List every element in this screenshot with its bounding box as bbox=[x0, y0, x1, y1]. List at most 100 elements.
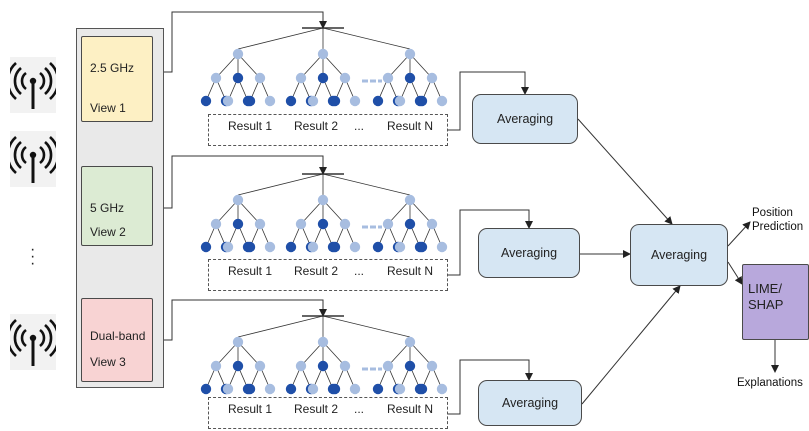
result-n-label: Result N bbox=[387, 402, 434, 416]
tree-node bbox=[339, 72, 351, 84]
connector-view3-forest bbox=[153, 299, 327, 341]
results-ellipsis: ... bbox=[354, 119, 365, 133]
connector-view1-forest bbox=[153, 11, 327, 73]
tree-edge bbox=[237, 199, 261, 225]
tree-node bbox=[426, 360, 438, 372]
result-1-label: Result 1 bbox=[228, 402, 273, 416]
connector-results1-avg bbox=[448, 71, 529, 131]
results-box-1: Result 1 Result 2 ... Result N bbox=[208, 114, 448, 146]
tree-root-node bbox=[317, 48, 329, 60]
tree-edge bbox=[322, 341, 346, 367]
view-box-3: Dual-band View 3 bbox=[81, 298, 153, 382]
results-ellipsis: ... bbox=[354, 264, 365, 278]
tree-edge bbox=[215, 53, 239, 79]
tree-node bbox=[254, 72, 266, 84]
antenna-icon bbox=[6, 131, 60, 187]
view-frequency: 5 GHz bbox=[90, 201, 125, 215]
connector-avg3-final bbox=[581, 285, 681, 405]
averaging-box-final: Averaging bbox=[630, 224, 728, 286]
tree-edge bbox=[237, 173, 324, 196]
tree-edge bbox=[300, 53, 324, 79]
tree-edge bbox=[237, 27, 324, 50]
averaging-box-1: Averaging bbox=[472, 94, 578, 144]
result-2-label: Result 2 bbox=[294, 402, 339, 416]
tree-node bbox=[254, 218, 266, 230]
view-box-1: 2.5 GHz View 1 bbox=[81, 36, 153, 122]
tree-root-node bbox=[404, 336, 416, 348]
lime-shap-box: LIME/ SHAP bbox=[742, 264, 809, 340]
antenna-icon bbox=[6, 57, 60, 113]
tree-leaf-node bbox=[264, 95, 276, 107]
view-name: View 1 bbox=[90, 101, 126, 115]
tree-leaf-node bbox=[200, 383, 212, 395]
tree-leaf-node bbox=[372, 95, 384, 107]
explanations-label: Explanations bbox=[737, 377, 803, 389]
tree-leaf-node bbox=[307, 241, 319, 253]
view-frequency: Dual-band bbox=[90, 329, 146, 343]
tree-leaf-node bbox=[307, 383, 319, 395]
results-ellipsis: ... bbox=[354, 402, 365, 416]
tree-leaf-node bbox=[200, 241, 212, 253]
tree-node bbox=[382, 72, 394, 84]
tree-node bbox=[404, 218, 416, 230]
tree-node bbox=[317, 360, 329, 372]
tree-leaf-node bbox=[436, 95, 448, 107]
tree-edge bbox=[322, 53, 346, 79]
tree-edge bbox=[237, 315, 324, 338]
tree-leaf-node bbox=[285, 241, 297, 253]
tree-leaf-node bbox=[244, 383, 256, 395]
tree-edge bbox=[215, 199, 239, 225]
tree-node bbox=[295, 360, 307, 372]
tree-node bbox=[317, 72, 329, 84]
tree-node bbox=[339, 360, 351, 372]
results-box-2: Result 1 Result 2 ... Result N bbox=[208, 259, 448, 291]
tree-root-node bbox=[404, 48, 416, 60]
vertical-ellipsis: ··· bbox=[30, 241, 36, 272]
connector-final-lime bbox=[727, 261, 743, 285]
tree-leaf-node bbox=[264, 241, 276, 253]
tree-node bbox=[210, 218, 222, 230]
tree-edge bbox=[322, 315, 411, 338]
tree-edge bbox=[322, 27, 411, 50]
result-2-label: Result 2 bbox=[294, 119, 339, 133]
tree-leaf-node bbox=[329, 95, 341, 107]
tree-leaf-node bbox=[264, 383, 276, 395]
tree-edge bbox=[322, 199, 346, 225]
tree-edge bbox=[237, 53, 261, 79]
tree-leaf-node bbox=[394, 241, 406, 253]
tree-root-node bbox=[317, 336, 329, 348]
result-1-label: Result 1 bbox=[228, 264, 273, 278]
tree-edge bbox=[387, 53, 411, 79]
connector-avg1-final bbox=[577, 118, 673, 225]
tree-edge bbox=[387, 199, 411, 225]
tree-leaf-node bbox=[416, 241, 428, 253]
tree-node bbox=[339, 218, 351, 230]
tree-edge bbox=[300, 199, 324, 225]
tree-leaf-node bbox=[394, 95, 406, 107]
connector-results3-avg bbox=[448, 359, 533, 415]
antenna-icon bbox=[6, 314, 60, 370]
result-n-label: Result N bbox=[387, 119, 434, 133]
tree-leaf-node bbox=[349, 95, 361, 107]
tree-leaf-node bbox=[285, 95, 297, 107]
tree-root-node bbox=[317, 194, 329, 206]
tree-node bbox=[295, 72, 307, 84]
tree-edge bbox=[215, 341, 239, 367]
tree-edge bbox=[322, 173, 411, 196]
tree-leaf-node bbox=[244, 241, 256, 253]
tree-node bbox=[404, 72, 416, 84]
tree-leaf-node bbox=[222, 95, 234, 107]
tree-leaf-node bbox=[244, 95, 256, 107]
tree-edge bbox=[409, 53, 433, 79]
tree-leaf-node bbox=[200, 95, 212, 107]
tree-node bbox=[382, 218, 394, 230]
view-name: View 2 bbox=[90, 225, 126, 239]
tree-node bbox=[210, 360, 222, 372]
tree-root-node bbox=[232, 336, 244, 348]
view-frequency: 2.5 GHz bbox=[90, 61, 135, 75]
tree-node bbox=[232, 72, 244, 84]
tree-node bbox=[317, 218, 329, 230]
results-box-3: Result 1 Result 2 ... Result N bbox=[208, 397, 448, 429]
tree-leaf-node bbox=[394, 383, 406, 395]
